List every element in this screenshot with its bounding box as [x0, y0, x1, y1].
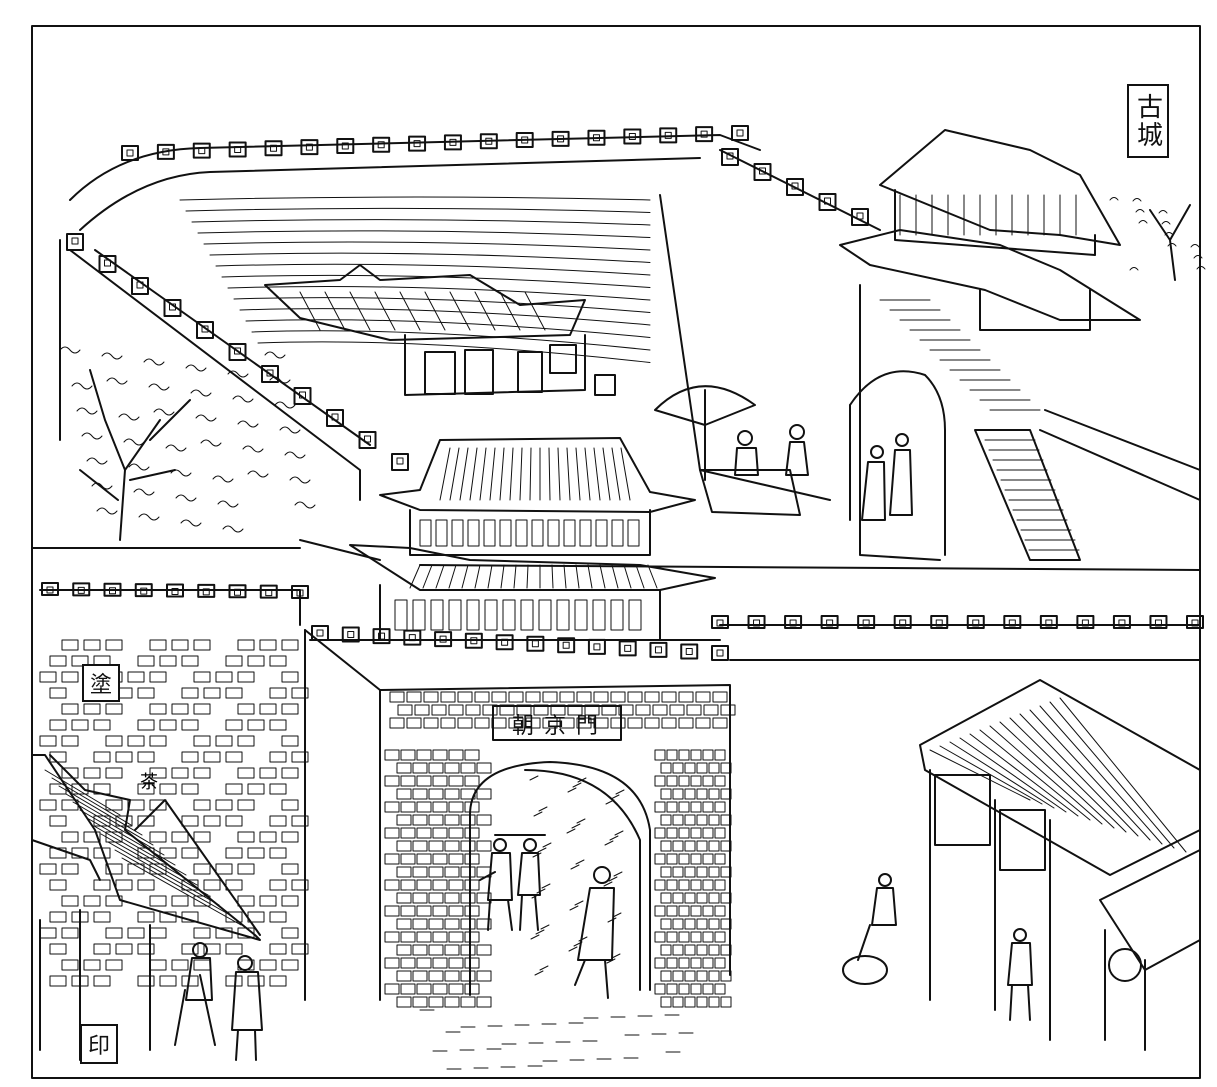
- gate-plaque: [492, 705, 622, 741]
- umbrella-stall: [654, 385, 913, 521]
- shop-banner-text: 茶: [137, 772, 158, 790]
- upper-house: [264, 264, 616, 396]
- central-gate-tower: [304, 437, 736, 1008]
- tree-left: [59, 346, 316, 541]
- upper-wall-enclosure: [59, 125, 881, 501]
- tree-right: [1109, 197, 1206, 281]
- seal-bottom-stamp: 印: [80, 1024, 118, 1064]
- lower-left-house: [31, 754, 263, 1061]
- lower-right-houses: [842, 679, 1201, 1051]
- upper-pavilion-gate: [839, 129, 1201, 561]
- picture-frame: [31, 25, 1201, 1079]
- middle-wall: [31, 539, 1204, 661]
- gate-arch: [469, 761, 651, 996]
- gate-plaque-text: 朝京門: [511, 714, 608, 739]
- ground-paving: [419, 1009, 694, 1070]
- seal-left-stamp: 塗: [82, 664, 120, 702]
- seal-title-stamp: 古城: [1127, 84, 1169, 158]
